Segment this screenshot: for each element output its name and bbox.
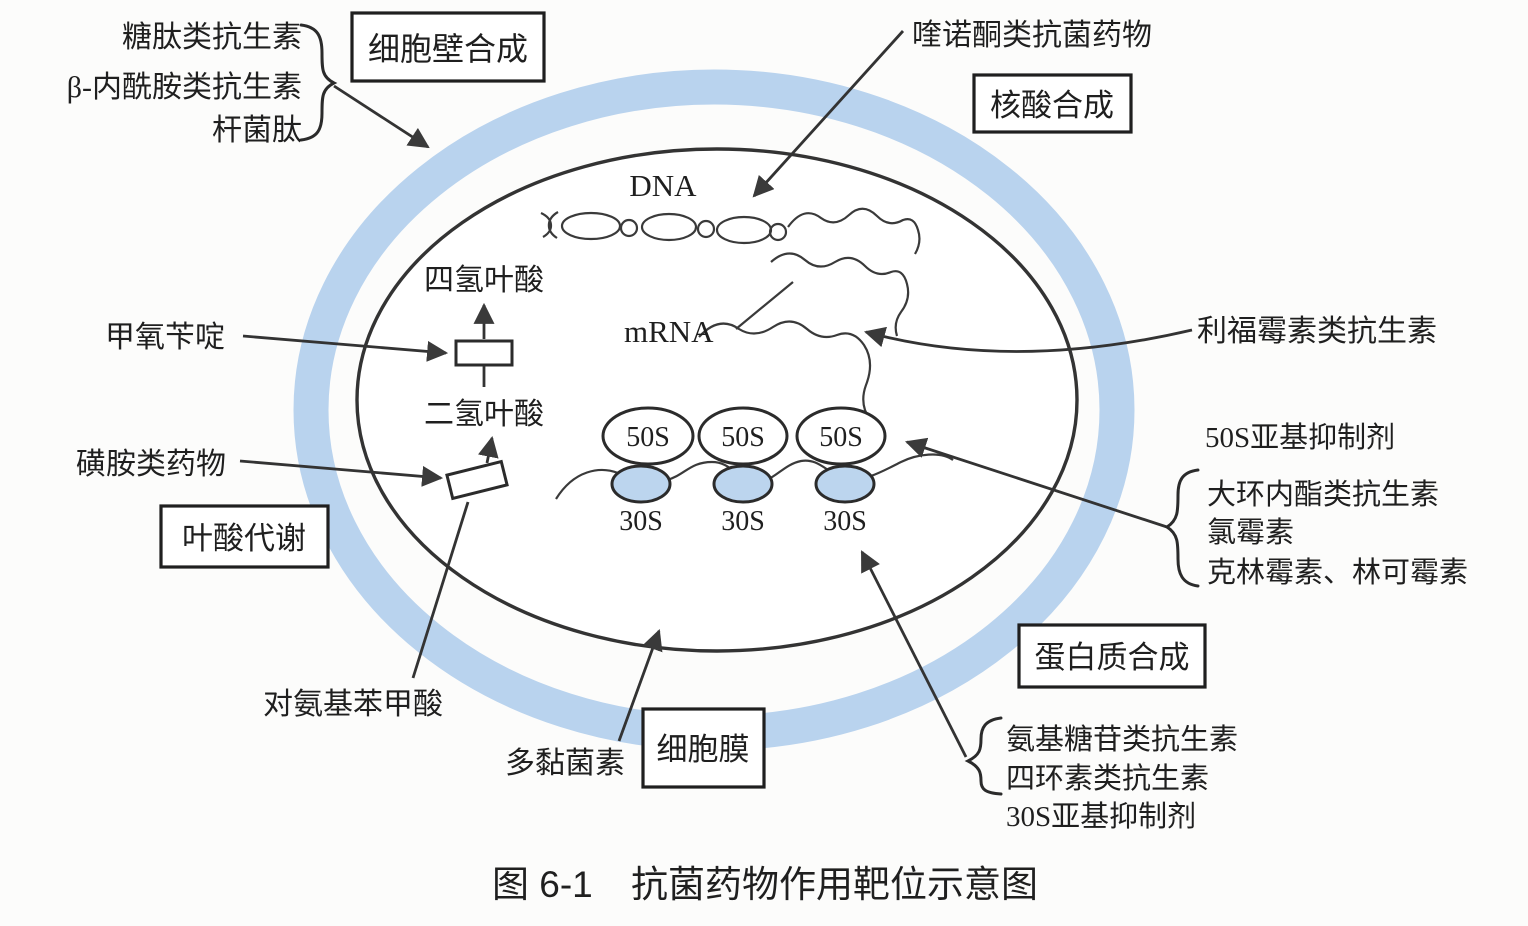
cell-wall-drugs-brace — [299, 23, 338, 142]
label-50s-3: 50S — [819, 422, 863, 453]
label-30s-3: 30S — [823, 506, 867, 537]
drugs-30s-brace — [964, 716, 1003, 796]
enzyme-block-2 — [445, 459, 509, 501]
drugs-50s-brace — [1164, 468, 1200, 588]
mrna-pointer-line — [735, 281, 794, 330]
process-box-nucleic-acid: 核酸合成 — [972, 73, 1133, 134]
label-50s-2: 50S — [721, 422, 765, 453]
cell-wall-drug-3: 杆菌肽 — [212, 114, 302, 147]
cell-wall-drug-2: β-内酰胺类抗生素 — [67, 71, 302, 104]
label-box-membrane-text: 细胞膜 — [657, 732, 750, 767]
process-box-folate-label: 叶酸代谢 — [182, 521, 306, 556]
quinolone-arrow — [752, 30, 905, 198]
ribosome-50s-1 — [601, 406, 695, 466]
mrna-label: mRNA — [624, 314, 714, 349]
polymyxin-label: 多黏菌素 — [505, 747, 625, 780]
drug-30s-2: 四环素类抗生素 — [1006, 762, 1209, 795]
process-box-folate: 叶酸代谢 — [159, 504, 330, 569]
label-30s-1: 30S — [619, 506, 663, 537]
ribosome-50s-2 — [697, 406, 789, 466]
drug-30s-3: 30S亚基抑制剂 — [1006, 800, 1196, 833]
ribosome-30s-3 — [814, 464, 876, 504]
rifamycin-label: 利福霉素类抗生素 — [1197, 315, 1437, 348]
sulfonamide-arrow — [239, 459, 444, 487]
quinolone-drug-label: 喹诺酮类抗菌药物 — [912, 19, 1152, 52]
label-30s-2: 30S — [721, 506, 765, 537]
dna-helix — [540, 211, 788, 245]
process-box-nucleic-acid-label: 核酸合成 — [990, 88, 1114, 123]
figure-number: 图 6-1 — [492, 864, 593, 905]
ribosome-50s-3 — [795, 406, 887, 466]
drug-50s-3: 克林霉素、林可霉素 — [1207, 556, 1468, 589]
cell-wall-arrow — [333, 84, 430, 149]
enzyme-block-1 — [454, 339, 514, 367]
figure-caption: 图 6-1 抗菌药物作用靶位示意图 — [492, 864, 1038, 905]
drug-50s-1: 大环内酯类抗生素 — [1207, 478, 1439, 511]
folate-up-arrow-2 — [477, 435, 499, 464]
rifamycin-arrow — [863, 326, 1193, 353]
paba-label: 对氨基苯甲酸 — [263, 688, 443, 721]
label-box-membrane: 细胞膜 — [641, 707, 766, 789]
sulfonamide-label: 磺胺类药物 — [76, 448, 226, 481]
cell-wall-drug-1: 糖肽类抗生素 — [122, 21, 302, 54]
trimethoprim-arrow — [242, 334, 449, 362]
ribosome-complex: 50S 50S 50S 30S 30S 30S — [601, 406, 887, 537]
inhibitor-50s-title: 50S亚基抑制剂 — [1205, 421, 1395, 454]
paba-line — [411, 501, 470, 679]
drugs-30s-list: 氨基糖苷类抗生素 四环素类抗生素 30S亚基抑制剂 — [1006, 723, 1238, 833]
tetrahydrofolate-label: 四氢叶酸 — [424, 264, 544, 297]
folate-pathway — [411, 302, 514, 679]
mrna-strands — [698, 207, 921, 421]
drugs-50s-list: 大环内酯类抗生素 氯霉素 克林霉素、林可霉素 — [1207, 478, 1468, 589]
trimethoprim-label: 甲氧苄啶 — [105, 321, 225, 354]
cell-wall-drug-list: 糖肽类抗生素 β-内酰胺类抗生素 杆菌肽 — [67, 21, 302, 147]
inhibitor-30s-arrow — [860, 550, 968, 758]
ribosome-30s-1 — [610, 464, 672, 504]
drug-30s-1: 氨基糖苷类抗生素 — [1006, 723, 1238, 756]
dna-label: DNA — [629, 168, 697, 203]
process-box-protein: 蛋白质合成 — [1017, 623, 1207, 689]
label-50s-1: 50S — [626, 422, 670, 453]
process-box-protein-label: 蛋白质合成 — [1035, 640, 1190, 675]
drug-50s-2: 氯霉素 — [1207, 516, 1294, 549]
process-box-cell-wall-label: 细胞壁合成 — [368, 31, 528, 67]
process-box-cell-wall: 细胞壁合成 — [350, 11, 546, 83]
cell-membrane-outline — [355, 147, 1079, 653]
ribosome-30s-2 — [712, 464, 774, 504]
figure-title: 抗菌药物作用靶位示意图 — [631, 864, 1038, 905]
dihydrofolate-label: 二氢叶酸 — [424, 398, 544, 431]
polymyxin-arrow — [617, 629, 663, 742]
inhibitor-50s-arrow — [905, 437, 1168, 529]
